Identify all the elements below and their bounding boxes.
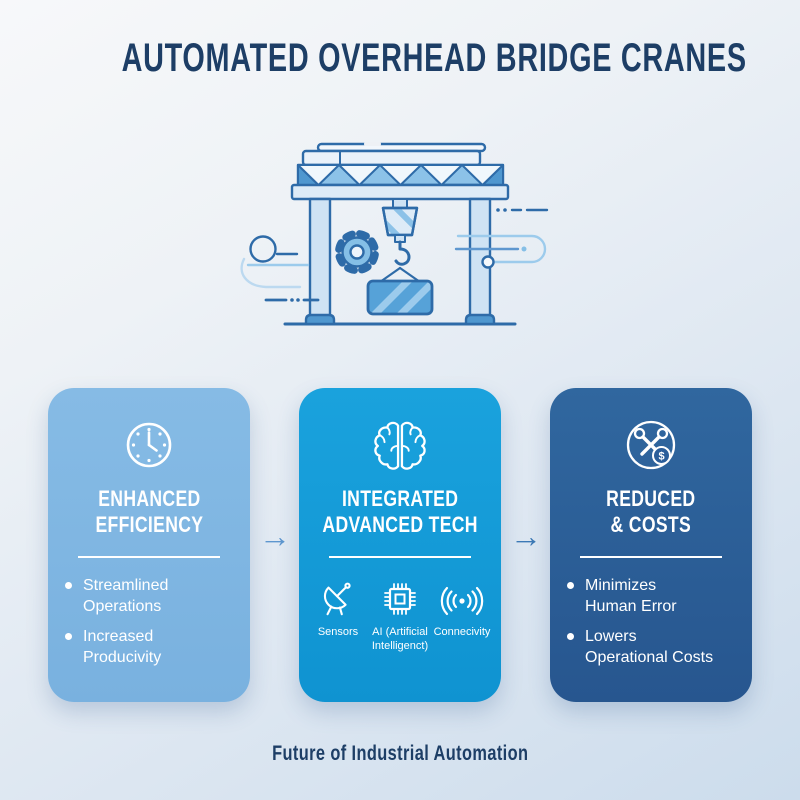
divider-line [78, 555, 220, 558]
bridge-top-rail [301, 142, 487, 167]
bullet-dot [65, 581, 72, 589]
motion-lines-right [454, 208, 549, 269]
divider-line [329, 555, 471, 558]
truss-girder [296, 163, 505, 187]
bullet-dot [65, 633, 72, 640]
crane-illustration [240, 142, 549, 326]
bridge-beam [290, 183, 510, 201]
motion-lines-left [240, 235, 320, 302]
card-title: INTEGRATED ADVANCED TECH [322, 486, 478, 538]
card-integrated-advanced-tech: INTEGRATED ADVANCED TECH Sensors [299, 388, 501, 702]
flow-arrow-2: → [510, 518, 542, 554]
crane-legs [304, 197, 496, 326]
flow-arrow-1: → [259, 518, 291, 554]
tools-dollar-icon: $ [623, 412, 679, 478]
chip-icon [380, 577, 420, 619]
bullet-dot [567, 633, 574, 640]
feature-label: Connecivity [433, 625, 491, 638]
card-title: ENHANCED EFFICIENCY [95, 486, 203, 538]
satellite-dish-icon [319, 577, 357, 619]
brain-icon [369, 412, 431, 478]
wireless-signal-icon [440, 577, 484, 619]
footer-caption: Future of Industrial Automation [271, 742, 529, 765]
crane-hook [394, 240, 411, 266]
gear-icon [335, 230, 379, 274]
card-title: REDUCED & COSTS [606, 486, 696, 538]
feature-connectivity: Connecivity [431, 577, 493, 654]
bullet-dot [567, 581, 574, 589]
feature-sensors: Sensors [307, 577, 369, 654]
feature-row: Sensors [307, 577, 493, 654]
dollar-sign: $ [658, 451, 664, 463]
feature-label: AI (Artificial Intelligenct) [371, 625, 429, 652]
feature-label: Sensors [317, 625, 359, 638]
clock-icon [123, 412, 175, 478]
feature-ai: AI (Artificial Intelligenct) [369, 577, 431, 654]
page-title: AUTOMATED OVERHEAD BRIDGE CRANES [121, 36, 747, 80]
divider-line [580, 555, 722, 558]
hoist-and-load [366, 198, 434, 316]
